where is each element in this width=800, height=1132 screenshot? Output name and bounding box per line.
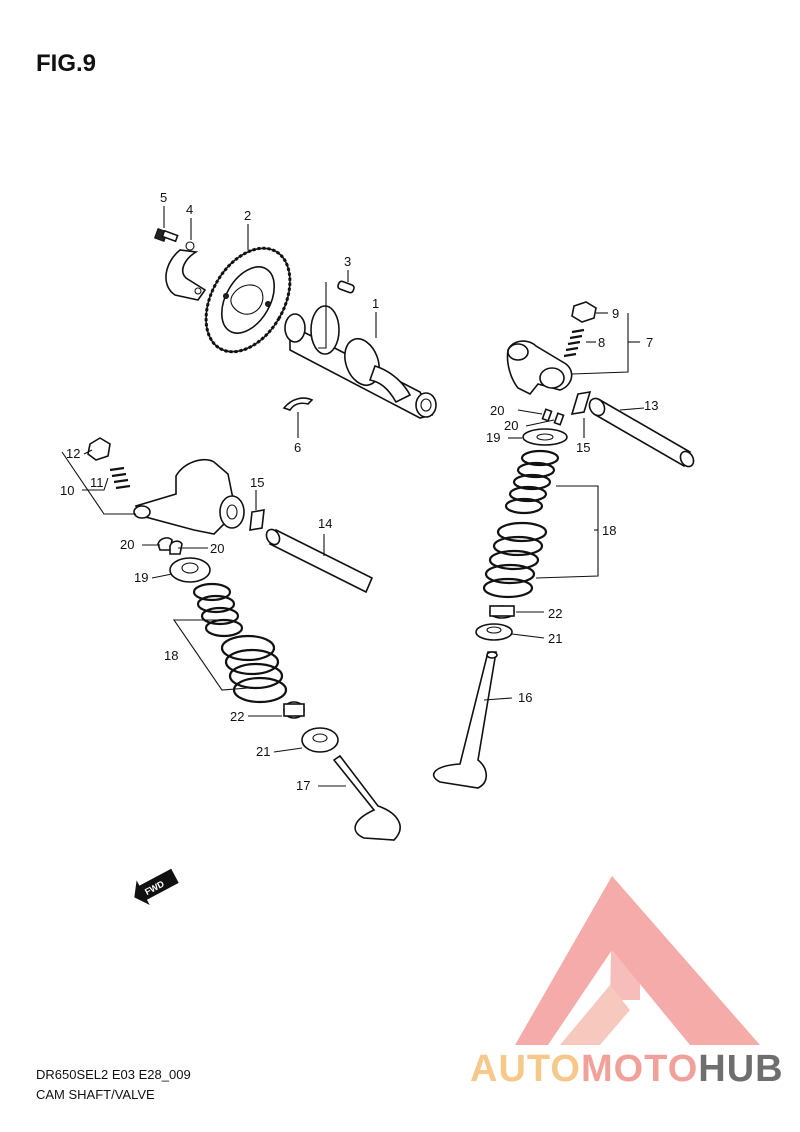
figure-title: FIG.9 — [36, 50, 97, 77]
logo-part-moto: MOTO — [580, 1048, 699, 1090]
part-2-cam-sprocket — [204, 246, 292, 354]
label-20-left: 20 — [120, 537, 134, 552]
label-4: 4 — [186, 202, 193, 217]
part-5-bolt — [153, 227, 179, 243]
label-21-right: 21 — [548, 631, 562, 646]
part-16-valve — [432, 651, 498, 789]
label-12: 12 — [66, 446, 80, 461]
label-16: 16 — [518, 690, 532, 705]
part-8-adjuster-spring — [563, 328, 585, 358]
label-7: 7 — [646, 335, 653, 350]
part-17-valve — [332, 754, 401, 841]
label-8: 8 — [598, 335, 605, 350]
watermark-triangle-icon — [515, 876, 760, 1045]
part-10-rocker-arm — [133, 458, 245, 535]
part-11-adjuster — [109, 466, 131, 490]
label-3: 3 — [344, 254, 351, 269]
part-22-seal-left — [283, 701, 305, 719]
part-15-clip-left — [249, 509, 265, 531]
part-12-nut — [87, 437, 111, 461]
label-15-left: 15 — [250, 475, 264, 490]
fwd-arrow-icon: FWD — [134, 868, 179, 906]
label-21-left: 21 — [256, 744, 270, 759]
label-10: 10 — [60, 483, 74, 498]
label-14: 14 — [318, 516, 332, 531]
label-20-right-bottom: 20 — [504, 418, 518, 433]
label-11: 11 — [90, 475, 104, 490]
part-19-retainer-right — [522, 428, 568, 446]
label-22-right: 22 — [548, 606, 562, 621]
label-5: 5 — [160, 190, 167, 205]
part-20-cotter-right — [541, 408, 553, 422]
part-18-valve-springs-right — [482, 449, 560, 599]
part-20-cotters-left — [157, 537, 183, 555]
label-15-right: 15 — [576, 440, 590, 455]
label-1: 1 — [372, 296, 379, 311]
part-4-plate — [165, 241, 207, 301]
logo-part-auto: AUTO — [470, 1048, 581, 1090]
part-9-nut — [571, 301, 597, 323]
label-13: 13 — [644, 398, 658, 413]
label-19-left: 19 — [134, 570, 148, 585]
part-20-cotter-right-2 — [553, 412, 565, 426]
diagram-name: CAM SHAFT/VALVE — [36, 1087, 155, 1102]
label-20-right-top: 20 — [490, 403, 504, 418]
label-22-left: 22 — [230, 709, 244, 724]
part-21-spring-seat-right — [475, 623, 513, 641]
part-19-retainer-left — [169, 557, 211, 583]
part-14-rocker-shaft — [265, 528, 374, 594]
diagram-code: DR650SEL2 E03 E28_009 — [36, 1067, 191, 1082]
part-22-seal-right — [489, 605, 515, 619]
part-13-rocker-shaft — [588, 397, 695, 468]
leader-lines — [61, 206, 645, 787]
label-20-left-2: 20 — [210, 541, 224, 556]
label-17: 17 — [296, 778, 310, 793]
part-15-clip-right — [570, 390, 592, 416]
label-18-right: 18 — [602, 523, 616, 538]
part-18-valve-springs-left — [192, 582, 288, 704]
label-2: 2 — [244, 208, 251, 223]
label-19-right: 19 — [486, 430, 500, 445]
label-18-left: 18 — [164, 648, 178, 663]
logo-part-hub: HUB — [698, 1048, 784, 1090]
part-21-spring-seat-left — [301, 727, 339, 753]
part-6-clip — [282, 397, 314, 411]
label-6: 6 — [294, 440, 301, 455]
automotohub-logo: AUTOMOTOHUB — [470, 1048, 784, 1091]
part-3-pin — [337, 280, 355, 294]
label-9: 9 — [612, 306, 619, 321]
part-7-rocker-arm — [506, 340, 573, 396]
